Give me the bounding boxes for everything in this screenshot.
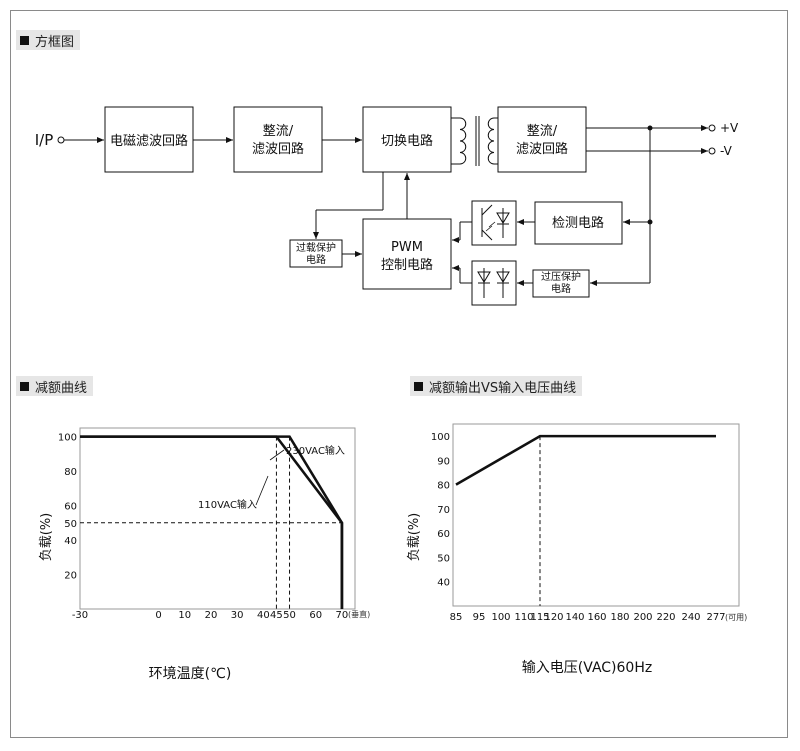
chart1-x-tick-label: 0: [155, 610, 161, 621]
chart1-y-tick-label: 80: [64, 467, 77, 478]
rectifier-filter-block-2: [497, 106, 587, 173]
chart1-callout-230: [269, 449, 285, 461]
chart1-y-tick-label: 50: [64, 519, 77, 530]
chart1-y-axis-label: 负载(%): [39, 513, 54, 562]
chart2-x-tick-label: 240: [681, 612, 700, 623]
output-positive-terminal: [708, 124, 716, 132]
chart2-x-tick-label: 110: [514, 612, 533, 623]
pwm-label-line1: PWM: [391, 240, 423, 255]
chart2-x-tick-label: 200: [633, 612, 652, 623]
section-title: 减额曲线: [35, 380, 88, 396]
chart1-x-tick-label: 40: [257, 610, 270, 621]
chart1-x-axis-label: 环境温度(℃): [149, 666, 232, 682]
output-negative-terminal: [708, 147, 716, 155]
chart1-y-tick-label: 60: [64, 502, 77, 513]
chart1-x-tick-label: 10: [178, 610, 191, 621]
chart2-y-axis-label: 负载(%): [407, 513, 422, 562]
chart1-x-tick-label: -30: [72, 610, 88, 621]
chart2-x-tick-label: 115: [530, 612, 549, 623]
square-bullet-icon: [414, 381, 423, 391]
chart2-x-tick-label: 180: [610, 612, 629, 623]
chart2-x-axis-label: 输入电压(VAC)60Hz: [522, 660, 652, 676]
chart1-plot-area: [79, 427, 356, 610]
chart1-y-tick-label: 20: [64, 571, 77, 582]
chart2-series-line-0: [455, 434, 716, 486]
optocoupler-icon: [471, 200, 517, 246]
square-bullet-icon: [20, 35, 29, 45]
chart1-y-tick-label: 40: [64, 536, 77, 547]
chart1-x-tick-label: 60: [309, 610, 322, 621]
section-label-derating: 减额曲线: [16, 376, 94, 396]
chart1-legend-230: 230VAC输入: [286, 444, 345, 457]
switch-label: 切换电路: [381, 133, 433, 149]
rect2-label-line1: 整流/: [527, 124, 558, 139]
section-title: 减额输出VS输入电压曲线: [429, 380, 577, 396]
rect1-label-line1: 整流/: [263, 124, 294, 139]
section-title: 方框图: [35, 34, 75, 50]
rect1-label-line2: 滤波回路: [252, 141, 304, 157]
chart2-y-tick-label: 80: [437, 481, 450, 492]
ovp-label-line1: 过压保护: [541, 270, 581, 283]
transformer-icon: [451, 116, 498, 166]
switching-circuit-block: [362, 106, 452, 173]
chart1-x-unit-note: (垂直): [348, 609, 370, 619]
chart1-x-tick-label: 20: [205, 610, 218, 621]
input-label: I/P: [35, 131, 54, 149]
chart1-callout-110: [255, 475, 269, 506]
output-negative-label: -V: [720, 144, 733, 158]
chart2-y-tick-label: 60: [437, 529, 450, 540]
chart2-y-tick-label: 100: [431, 432, 450, 443]
chart2-x-tick-label: 140: [565, 612, 584, 623]
detect-label: 检测电路: [552, 215, 604, 231]
chart2-y-tick-label: 40: [437, 578, 450, 589]
olp-label-line1: 过载保护: [296, 241, 336, 254]
section-label-block-diagram: 方框图: [16, 30, 81, 50]
chart1-x-tick-label: 50: [283, 610, 296, 621]
section-label-derating-vs-input: 减额输出VS输入电压曲线: [410, 376, 583, 396]
chart2-y-tick-label: 90: [437, 456, 450, 467]
chart2-plot-area: [452, 423, 740, 607]
chart2-x-tick-label: 85: [450, 612, 463, 623]
chart2-x-tick-label: 160: [587, 612, 606, 623]
chart1-x-tick-label: 45: [270, 610, 283, 621]
page-frame: [10, 10, 788, 738]
olp-label-line2: 电路: [306, 253, 326, 266]
chart2-y-tick-label: 70: [437, 505, 450, 516]
chart2-x-tick-label: 277: [706, 612, 725, 623]
chart2-x-tick-label: 95: [473, 612, 486, 623]
chart2-x-tick-label: 220: [656, 612, 675, 623]
ovp-label-line2: 电路: [551, 282, 571, 295]
chart2-x-tick-label: 100: [491, 612, 510, 623]
chart2-x-unit-note: (可用): [725, 613, 747, 622]
chart2-y-tick-label: 50: [437, 553, 450, 564]
chart2-x-tick-label: 120: [544, 612, 563, 623]
chart1-y-tick-label: 100: [58, 433, 77, 444]
detection-circuit-block: [534, 201, 623, 245]
chart1-x-tick-label: 30: [231, 610, 244, 621]
chart1-legend-110: 110VAC输入: [198, 498, 257, 511]
output-positive-label: +V: [720, 121, 739, 135]
chart1-x-tick-label: 70: [336, 610, 349, 621]
pwm-label-line2: 控制电路: [381, 257, 433, 273]
square-bullet-icon: [20, 381, 29, 391]
rect2-label-line2: 滤波回路: [516, 141, 568, 157]
chart1-series-line-1: [80, 435, 344, 609]
emi-label: 电磁滤波回路: [110, 133, 188, 149]
